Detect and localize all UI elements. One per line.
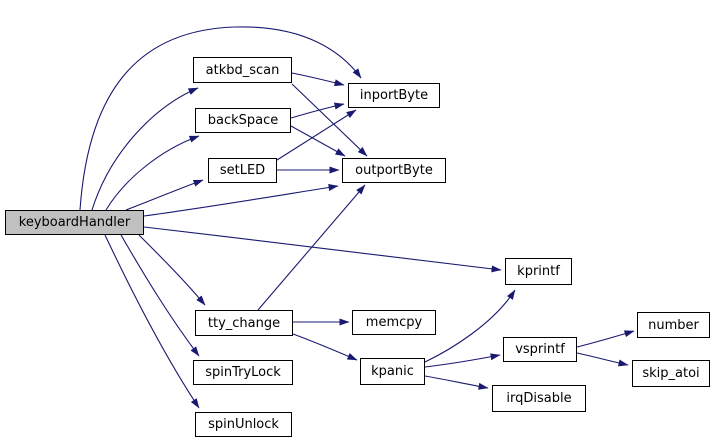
node-kpanic[interactable]: kpanic: [360, 358, 425, 385]
node-label: setLED: [219, 163, 266, 178]
edge-kpanic-irqDisable: [424, 375, 489, 390]
edge-keyboardHandler-atkbd_scan: [91, 87, 199, 211]
edge-kpanic-vsprintf: [424, 353, 501, 368]
node-label: keyboardHandler: [18, 215, 131, 230]
edge-tty_change-outportByte: [257, 184, 366, 311]
edge-atkbd_scan-inportByte: [291, 72, 345, 87]
node-label: outportByte: [355, 163, 433, 178]
node-label: tty_change: [207, 315, 281, 331]
node-spinTryLock[interactable]: spinTryLock: [193, 360, 293, 385]
edge-vsprintf-number: [576, 330, 635, 348]
node-memcpy[interactable]: memcpy: [352, 310, 436, 335]
node-label: atkbd_scan: [205, 62, 280, 78]
node-vsprintf[interactable]: vsprintf: [503, 337, 577, 362]
node-atkbd_scan[interactable]: atkbd_scan: [193, 57, 292, 83]
node-label: skip_atoi: [642, 366, 700, 381]
node-label: number: [648, 317, 699, 333]
edge-keyboardHandler-tty_change: [138, 234, 206, 306]
node-backSpace[interactable]: backSpace: [195, 108, 291, 133]
node-label: kprintf: [517, 264, 560, 279]
edge-vsprintf-skip_atoi: [576, 352, 629, 367]
node-label: irqDisable: [506, 391, 572, 406]
node-irqDisable[interactable]: irqDisable: [492, 385, 586, 412]
node-label: kpanic: [371, 364, 414, 379]
edge-keyboardHandler-setLED: [125, 179, 204, 211]
node-kprintf[interactable]: kprintf: [505, 258, 572, 285]
edge-backSpace-inportByte: [290, 102, 345, 119]
edge-keyboardHandler-spinTryLock: [120, 234, 200, 357]
node-label: backSpace: [207, 113, 279, 128]
edge-keyboardHandler-inportByte: [79, 26, 362, 211]
node-spinUnlock[interactable]: spinUnlock: [195, 412, 292, 437]
edge-tty_change-kpanic: [292, 333, 358, 361]
node-setLED[interactable]: setLED: [208, 158, 277, 183]
node-tty_change[interactable]: tty_change: [195, 310, 293, 336]
edge-atkbd_scan-outportByte: [291, 83, 368, 157]
edge-keyboardHandler-backSpace: [105, 135, 200, 211]
edge-keyboardHandler-outportByte: [143, 184, 339, 217]
node-label: spinTryLock: [205, 365, 281, 380]
node-keyboardHandler: keyboardHandler: [5, 210, 144, 235]
edge-backSpace-outportByte: [290, 125, 346, 157]
node-label: vsprintf: [515, 342, 565, 357]
node-inportByte[interactable]: inportByte: [348, 83, 440, 108]
node-label: inportByte: [359, 88, 429, 103]
node-outportByte[interactable]: outportByte: [342, 158, 446, 183]
edge-kpanic-kprintf: [424, 289, 516, 363]
node-number[interactable]: number: [637, 312, 710, 338]
edge-keyboardHandler-kprintf: [143, 226, 502, 273]
node-skip_atoi[interactable]: skip_atoi: [632, 360, 710, 387]
edge-keyboardHandler-spinUnlock: [104, 234, 200, 409]
node-label: spinUnlock: [208, 417, 279, 432]
node-label: memcpy: [365, 315, 423, 330]
edge-setLED-inportByte: [276, 109, 357, 161]
